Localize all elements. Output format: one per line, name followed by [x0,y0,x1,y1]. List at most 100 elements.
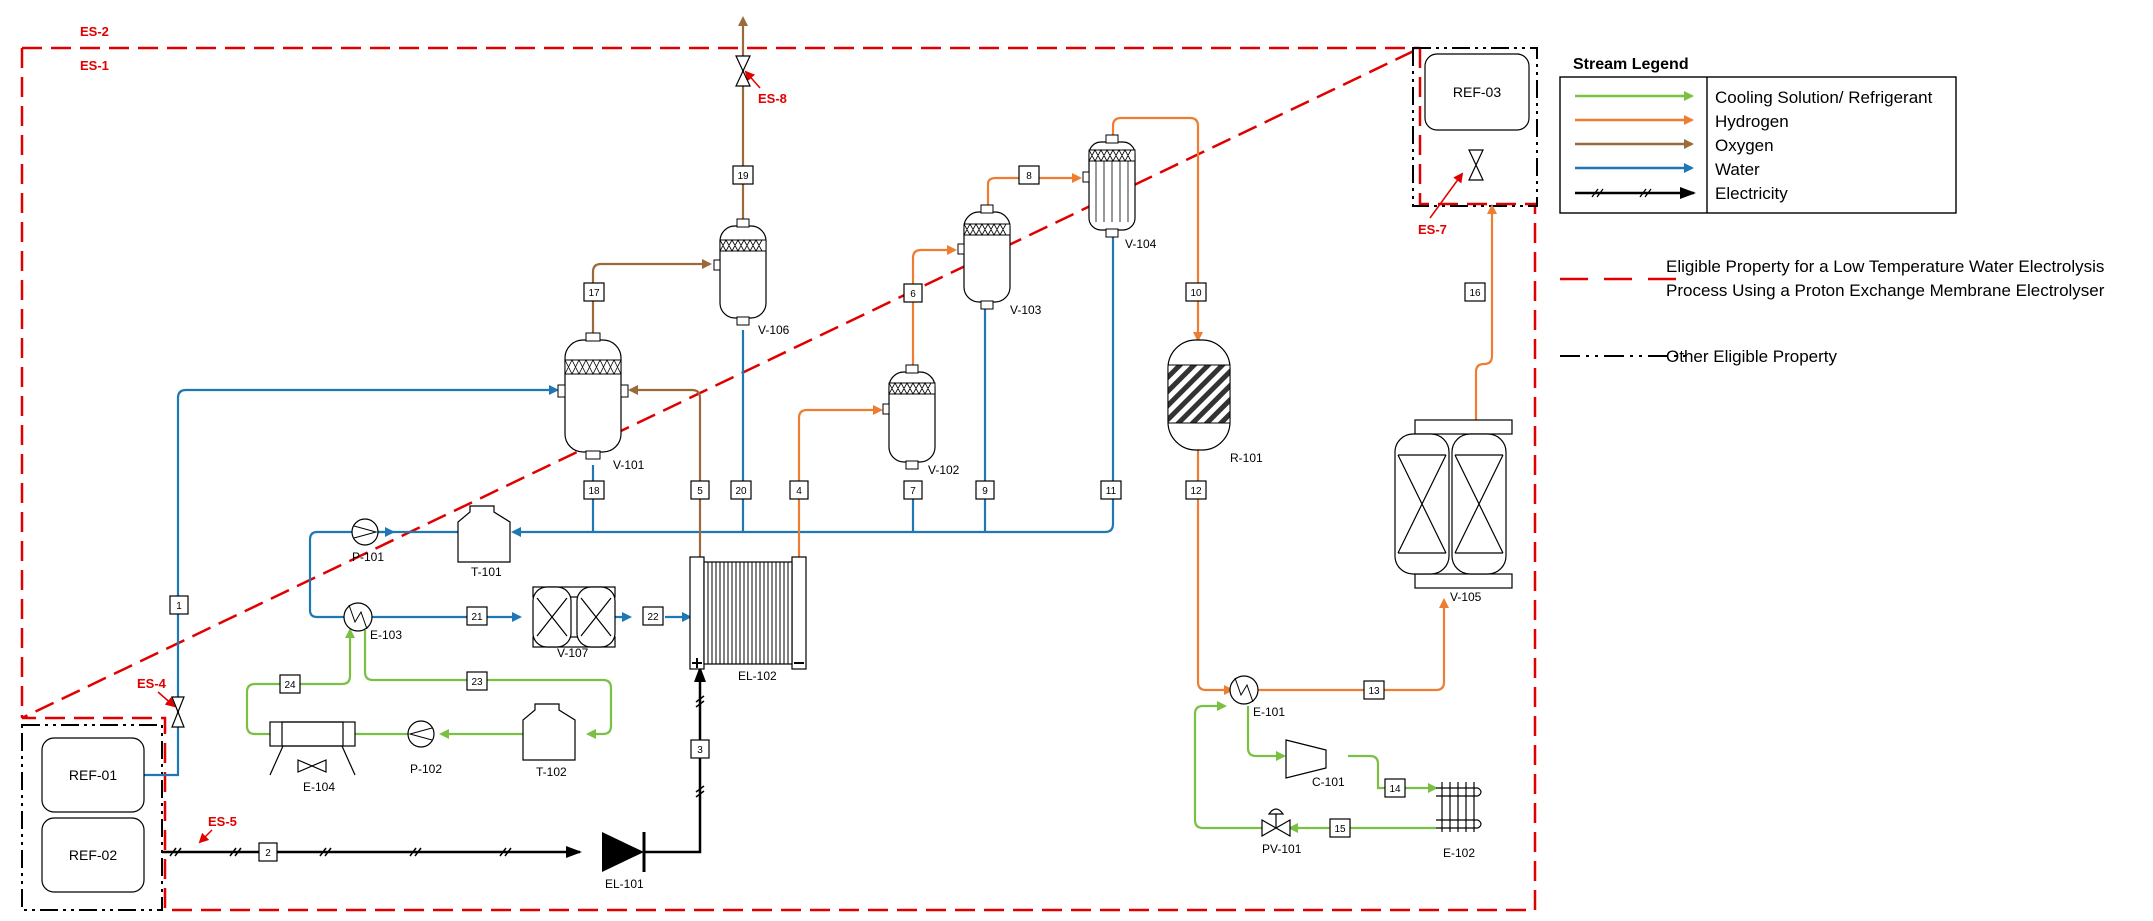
legend-item-hydrogen: Hydrogen [1715,112,1789,131]
r101-label: R-101 [1230,451,1263,465]
es8-valve [735,55,751,87]
t101-label: T-101 [471,565,502,579]
c101-compressor [1285,739,1327,779]
stream-17-label: 17 [588,288,600,299]
legend-box [1559,76,1957,214]
legend-item-electricity: Electricity [1715,184,1788,203]
svg-text:REF-02: REF-02 [69,847,117,863]
electricity-streams [162,666,706,858]
svg-text:REF-01: REF-01 [69,767,117,783]
svg-text:REF-03: REF-03 [1453,84,1501,100]
stream-9-label: 9 [982,486,988,497]
r101-reactor [1167,339,1231,451]
el101-rectifier [602,832,646,872]
stream-21-label: 21 [471,612,483,623]
t102-tank [522,703,576,761]
es4-valve [171,696,185,728]
es4-label: ES-4 [137,676,167,691]
stream-6-label: 6 [910,289,916,300]
v106-label: V-106 [758,323,790,337]
stream-13-label: 13 [1368,686,1380,697]
stream-24-label: 24 [284,680,296,691]
p101-label: P-101 [352,550,384,564]
v102-vessel [882,364,936,470]
pv101-label: PV-101 [1262,842,1302,856]
es4-pointer [157,691,176,708]
t102-label: T-102 [536,765,567,779]
legend-eligible-line2: Process Using a Proton Exchange Membrane… [1666,281,2105,300]
es7-pointer [1429,172,1464,219]
es7-label: ES-7 [1418,222,1447,237]
cooling-streams [245,628,1438,833]
e101-label: E-101 [1253,705,1285,719]
legend-eligible-line1: Eligible Property for a Low Temperature … [1666,257,2104,276]
v105-adsorber [1394,419,1513,589]
e102-condenser [1436,782,1482,832]
boundaries [20,46,1538,912]
v106-vessel [713,218,767,326]
stream-18-label: 18 [588,486,600,497]
el102-label: EL-102 [738,669,777,683]
es1-label: ES-1 [80,58,109,73]
v103-label: V-103 [1010,303,1042,317]
v104-vessel [1082,134,1136,238]
legend-item-oxygen: Oxygen [1715,136,1774,155]
legend-title: Stream Legend [1573,56,1689,73]
es8-pointer [744,70,761,89]
v103-vessel [957,204,1011,310]
ref-02: REF-02 [41,817,145,893]
e103-exchanger [343,602,373,632]
es2-label: ES-2 [80,24,109,39]
stream-5-label: 5 [697,486,703,497]
e104-aircooler [269,721,356,776]
legend-item-water: Water [1715,160,1760,179]
pv101-valve [1261,808,1291,838]
e103-label: E-103 [370,628,402,642]
stream-11-label: 11 [1106,486,1117,497]
stream-20-label: 20 [735,486,747,497]
es7-valve [1468,149,1484,181]
v101-label: V-101 [613,458,645,472]
stream-8-label: 8 [1026,171,1032,182]
stream-number-boxes [169,165,1486,862]
legend-item-cooling: Cooling Solution/ Refrigerant [1715,88,1933,107]
stream-19-label: 19 [737,171,749,182]
v107-dryer [532,586,616,648]
ref-03: REF-03 [1424,53,1530,131]
v101-vessel [557,332,629,460]
v105-label: V-105 [1450,590,1482,604]
stream-12-label: 12 [1190,486,1202,497]
stream-1-label: 1 [176,601,182,612]
el102-electrolyser [689,556,807,670]
stream-16-label: 16 [1469,288,1481,299]
t101-tank [457,505,511,563]
legend-other-label: Other Eligible Property [1666,347,1838,366]
c101-label: C-101 [1312,775,1345,789]
stream-10-label: 10 [1190,288,1202,299]
stream-22-label: 22 [647,612,659,623]
oxygen-streams [591,16,748,557]
v107-label: V-107 [557,646,589,660]
es5-label: ES-5 [208,814,237,829]
ref-01: REF-01 [41,737,145,813]
stream-3-label: 3 [697,745,703,756]
es5-pointer [198,829,213,844]
e101-exchanger [1229,675,1259,705]
e104-label: E-104 [303,780,335,794]
v102-label: V-102 [928,463,960,477]
p101-pump [351,518,379,546]
es8-label: ES-8 [758,91,787,106]
p102-label: P-102 [410,762,442,776]
v104-label: V-104 [1125,237,1157,251]
e102-label: E-102 [1443,846,1475,860]
p102-pump [407,720,435,748]
hydrogen-streams [797,116,1497,695]
stream-23-label: 23 [471,677,483,688]
stream-4-label: 4 [796,486,802,497]
stream-15-label: 15 [1334,824,1346,835]
stream-14-label: 14 [1389,784,1401,795]
stream-7-label: 7 [910,486,916,497]
stream-2-label: 2 [265,848,271,859]
el101-label: EL-101 [605,877,644,891]
